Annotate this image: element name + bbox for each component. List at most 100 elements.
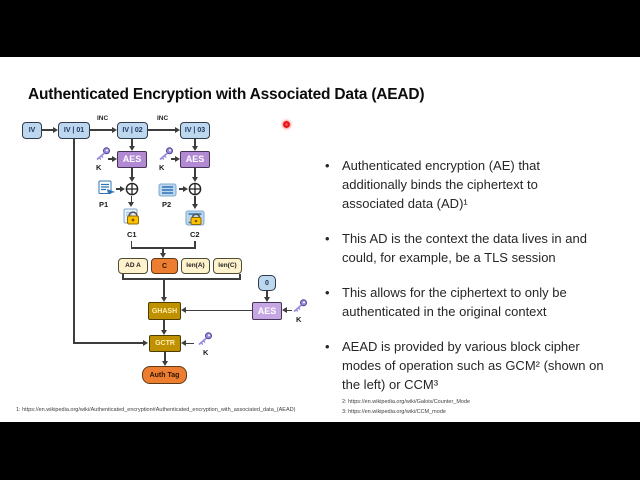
connector xyxy=(186,309,252,312)
connector xyxy=(239,274,241,278)
p2-label: P2 xyxy=(162,200,172,209)
letterbox-bottom xyxy=(0,422,640,480)
gctr-box: GCTR xyxy=(149,335,181,352)
inc-label: INC xyxy=(97,115,109,122)
len-a-block: len(A) xyxy=(181,258,210,274)
arrowhead xyxy=(120,185,125,192)
key-label: K xyxy=(203,348,209,357)
ciphertext-block: C xyxy=(151,258,178,274)
footnote-1: 1: https://en.wikipedia.org/wiki/Authent… xyxy=(16,407,296,413)
p1-label: P1 xyxy=(99,200,109,209)
arrowhead xyxy=(175,155,180,162)
laser-pointer-dot xyxy=(283,121,290,128)
arrowhead xyxy=(53,126,58,133)
arrowhead xyxy=(191,204,198,209)
xor-icon xyxy=(125,182,139,196)
connector xyxy=(108,158,113,160)
arrowhead xyxy=(282,307,287,313)
key-icon xyxy=(198,332,212,346)
xor-icon xyxy=(188,182,202,196)
connector xyxy=(42,129,53,131)
ghash-box: GHASH xyxy=(148,302,181,320)
arrowhead xyxy=(112,126,117,133)
arrowhead xyxy=(160,330,167,335)
c2-label: C2 xyxy=(190,230,200,239)
bullet-text: This AD is the context the data lives in… xyxy=(342,231,587,265)
bullet-list: • Authenticated encryption (AE) that add… xyxy=(325,156,625,410)
arrowhead xyxy=(183,185,188,192)
ad-block: AD A xyxy=(118,258,148,274)
connector xyxy=(194,139,196,146)
connector xyxy=(73,342,144,344)
ciphertext-lock-icon xyxy=(185,210,205,226)
connector xyxy=(179,188,183,190)
connector xyxy=(130,241,133,247)
arrowhead xyxy=(181,307,186,313)
auth-tag-box: Auth Tag xyxy=(142,366,187,384)
footnote-2: 2: https://en.wikipedia.org/wiki/Galois/… xyxy=(342,399,471,405)
connector xyxy=(90,129,112,131)
counter2-box: IV | 02 xyxy=(117,122,148,139)
c1-label: C1 xyxy=(127,230,137,239)
slide xyxy=(0,57,640,422)
counter3-box: IV | 03 xyxy=(180,122,210,139)
arrowhead xyxy=(160,297,167,302)
bullet-text: Authenticated encryption (AE) that addit… xyxy=(342,158,541,211)
key-icon xyxy=(159,147,173,161)
bullet-marker: • xyxy=(325,285,330,300)
footnote-3: 3: https://en.wikipedia.org/wiki/CCM_mod… xyxy=(342,409,446,415)
arrowhead xyxy=(181,339,186,346)
key-label: K xyxy=(296,315,302,324)
bullet-item: • This allows for the ciphertext to only… xyxy=(325,283,625,321)
connector xyxy=(194,241,196,247)
plaintext-lines-icon xyxy=(158,183,177,197)
inc-label: INC xyxy=(157,115,169,122)
bullet-text: AEAD is provided by various block cipher… xyxy=(342,339,604,392)
bullet-item: • Authenticated encryption (AE) that add… xyxy=(325,156,625,213)
connector xyxy=(163,320,165,330)
bullet-item: • AEAD is provided by various block ciph… xyxy=(325,337,625,394)
connector xyxy=(164,352,166,361)
counter1-box: IV | 01 xyxy=(58,122,90,139)
arrowhead xyxy=(143,339,148,346)
connector xyxy=(73,139,75,344)
connector xyxy=(194,196,196,204)
connector xyxy=(287,309,292,312)
connector xyxy=(130,196,133,202)
letterbox-top xyxy=(0,0,640,57)
bullet-marker: • xyxy=(325,231,330,246)
connector xyxy=(131,168,133,177)
arrowhead xyxy=(159,253,166,258)
page-title: Authenticated Encryption with Associated… xyxy=(28,86,425,103)
plaintext-doc-icon xyxy=(98,180,115,194)
aes2-box: AES xyxy=(180,151,210,168)
connector xyxy=(122,278,241,280)
key-icon xyxy=(96,147,110,161)
arrowhead xyxy=(191,177,198,182)
connector xyxy=(122,274,124,278)
connector xyxy=(131,139,133,146)
arrowhead xyxy=(191,146,198,151)
arrowhead xyxy=(161,361,168,366)
arrowhead xyxy=(128,177,135,182)
key-icon xyxy=(293,299,307,313)
connector xyxy=(171,158,176,160)
connector xyxy=(162,247,164,253)
key-label: K xyxy=(96,163,102,172)
zero-block: 0 xyxy=(258,275,276,291)
connector xyxy=(163,278,165,297)
arrowhead xyxy=(128,146,135,151)
bullet-marker: • xyxy=(325,158,330,173)
len-c-block: len(C) xyxy=(213,258,242,274)
arrowhead xyxy=(175,126,180,133)
iv-box: IV xyxy=(22,122,42,139)
connector xyxy=(266,291,268,297)
arrowhead xyxy=(112,155,117,162)
aes3-box: AES xyxy=(252,302,282,320)
connector xyxy=(194,168,196,177)
connector xyxy=(148,129,175,131)
bullet-text: This allows for the ciphertext to only b… xyxy=(342,285,567,319)
connector xyxy=(116,188,120,190)
ciphertext-lock-icon xyxy=(123,208,139,225)
